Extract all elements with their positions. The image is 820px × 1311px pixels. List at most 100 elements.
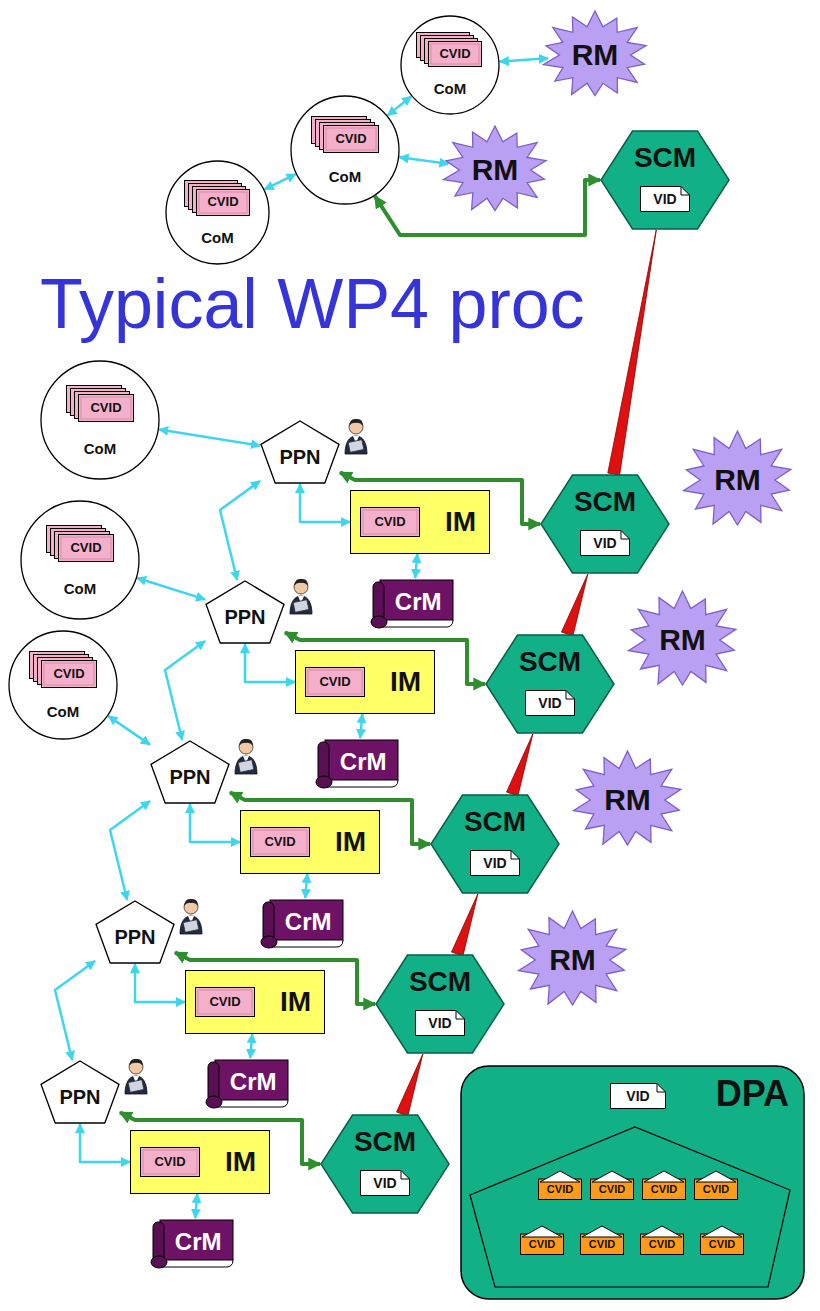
cvid-card: CVID — [250, 827, 310, 857]
node-label: PPN — [279, 446, 320, 469]
im-box: IMCVID — [240, 810, 380, 874]
cyan-connector — [110, 801, 150, 900]
node-label: CVID — [53, 667, 84, 682]
node-label: VID — [428, 1015, 451, 1031]
node-label: RM — [714, 463, 761, 498]
cyan-connector — [265, 174, 296, 189]
title: Typical WP4 proc — [40, 268, 585, 342]
cvid-card: CVID — [694, 1170, 738, 1200]
cyan-connector — [250, 1034, 252, 1058]
rm-starburst: RM — [625, 590, 740, 690]
cyan-connector — [165, 641, 205, 740]
ppn-pentagon: PPN — [260, 420, 340, 484]
node-label: CoM — [329, 168, 362, 185]
cyan-connector — [190, 804, 240, 842]
scm-hexagon: SCM VID — [430, 794, 560, 894]
crm-scroll: CrM — [370, 578, 456, 630]
node-label: CoM — [47, 703, 80, 720]
red-wedge-connector — [562, 574, 588, 636]
vid-card: VID — [610, 1083, 666, 1109]
cvid-card: CVID — [305, 667, 365, 697]
cvid-card: CVID — [642, 1170, 686, 1200]
com-circle: CoM CVID — [165, 160, 270, 265]
node-label: VID — [483, 855, 506, 871]
node-label: VID — [626, 1088, 649, 1104]
cvid-card: CVID — [196, 189, 250, 216]
node-label: CVID — [651, 1183, 677, 1196]
rm-starburst: RM — [440, 125, 550, 215]
node-label: CVID — [529, 1238, 555, 1251]
cyan-connector — [137, 578, 205, 599]
node-label: VID — [373, 1175, 396, 1191]
com-circle: CoMCVID — [20, 500, 140, 620]
scm-hexagon: SCMVID — [485, 634, 615, 734]
dpa-panel: DPAVIDCVIDCVIDCVIDCVIDCVIDCVIDCVIDCVID — [460, 1065, 805, 1300]
person-icon — [290, 579, 312, 614]
person-icon — [180, 899, 202, 934]
ppn-pentagon: PPN — [40, 1060, 120, 1124]
crm-scroll: CrM — [315, 738, 401, 790]
node-label: IM — [280, 986, 311, 1018]
com-circle: CoMCVID — [400, 15, 500, 115]
com-circle: CoMCVID — [290, 95, 400, 205]
node-label: CVID — [589, 1238, 615, 1251]
rm-starburst: RM — [515, 910, 630, 1010]
ppn-pentagon: PPN — [205, 580, 285, 644]
cyan-connector — [195, 1194, 197, 1218]
cyan-connector — [388, 97, 411, 116]
cvid-card: CVID — [700, 1225, 744, 1255]
vid-card: VID — [640, 186, 690, 212]
node-label: CVID — [709, 1238, 735, 1251]
im-box: IMCVID — [130, 1130, 270, 1194]
crm-scroll: CrM — [260, 898, 346, 950]
node-label: CVID — [599, 1183, 625, 1196]
cvid-card: CVID — [195, 987, 255, 1017]
node-label: PPN — [59, 1086, 100, 1109]
cyan-connector — [220, 481, 260, 580]
cyan-connector — [400, 157, 449, 164]
rm-starburst: RM — [680, 430, 795, 530]
im-box: IMCVID — [350, 490, 490, 554]
cyan-connector — [415, 554, 417, 578]
scm-hexagon: SCMVID — [375, 954, 505, 1054]
node-label: SCM — [574, 486, 636, 518]
red-wedge-connector — [608, 230, 656, 475]
node-label: RM — [549, 943, 596, 978]
vid-card: VID — [470, 850, 520, 876]
node-label: CrM — [285, 908, 332, 936]
scm-hexagon: SCM VID — [540, 474, 670, 574]
rm-starburst: RM — [540, 10, 650, 100]
node-label: CVID — [209, 995, 240, 1010]
rm-starburst: RM — [570, 750, 685, 850]
crm-scroll: CrM — [150, 1218, 236, 1270]
red-wedge-connector — [452, 894, 478, 956]
cyan-connector — [135, 964, 185, 1002]
red-wedge-connector — [397, 1054, 423, 1116]
cyan-connector — [55, 961, 95, 1060]
node-label: SCM — [464, 806, 526, 838]
im-box: IM CVID — [185, 970, 325, 1034]
scm-hexagon: SCM VID — [600, 130, 730, 230]
node-label: RM — [472, 153, 519, 188]
node-label: CrM — [340, 748, 387, 776]
node-label: DPA — [716, 1073, 789, 1114]
node-label: CVID — [154, 1155, 185, 1170]
com-circle: CoM CVID — [8, 630, 118, 740]
node-label: SCM — [634, 142, 696, 174]
node-label: RM — [572, 38, 619, 73]
node-label: CVID — [264, 835, 295, 850]
im-box: IMCVID — [295, 650, 435, 714]
crm-scroll: CrM — [205, 1058, 291, 1110]
cvid-card: CVID — [78, 394, 134, 422]
cvid-card: CVID — [428, 41, 482, 67]
node-label: PPN — [114, 926, 155, 949]
node-label: CrM — [230, 1068, 277, 1096]
node-label: CoM — [201, 229, 234, 246]
node-label: VID — [538, 695, 561, 711]
cvid-card: CVID — [580, 1225, 624, 1255]
node-label: IM — [445, 506, 476, 538]
node-label: CoM — [84, 440, 117, 457]
node-label: VID — [593, 535, 616, 551]
person-icon — [235, 739, 257, 774]
